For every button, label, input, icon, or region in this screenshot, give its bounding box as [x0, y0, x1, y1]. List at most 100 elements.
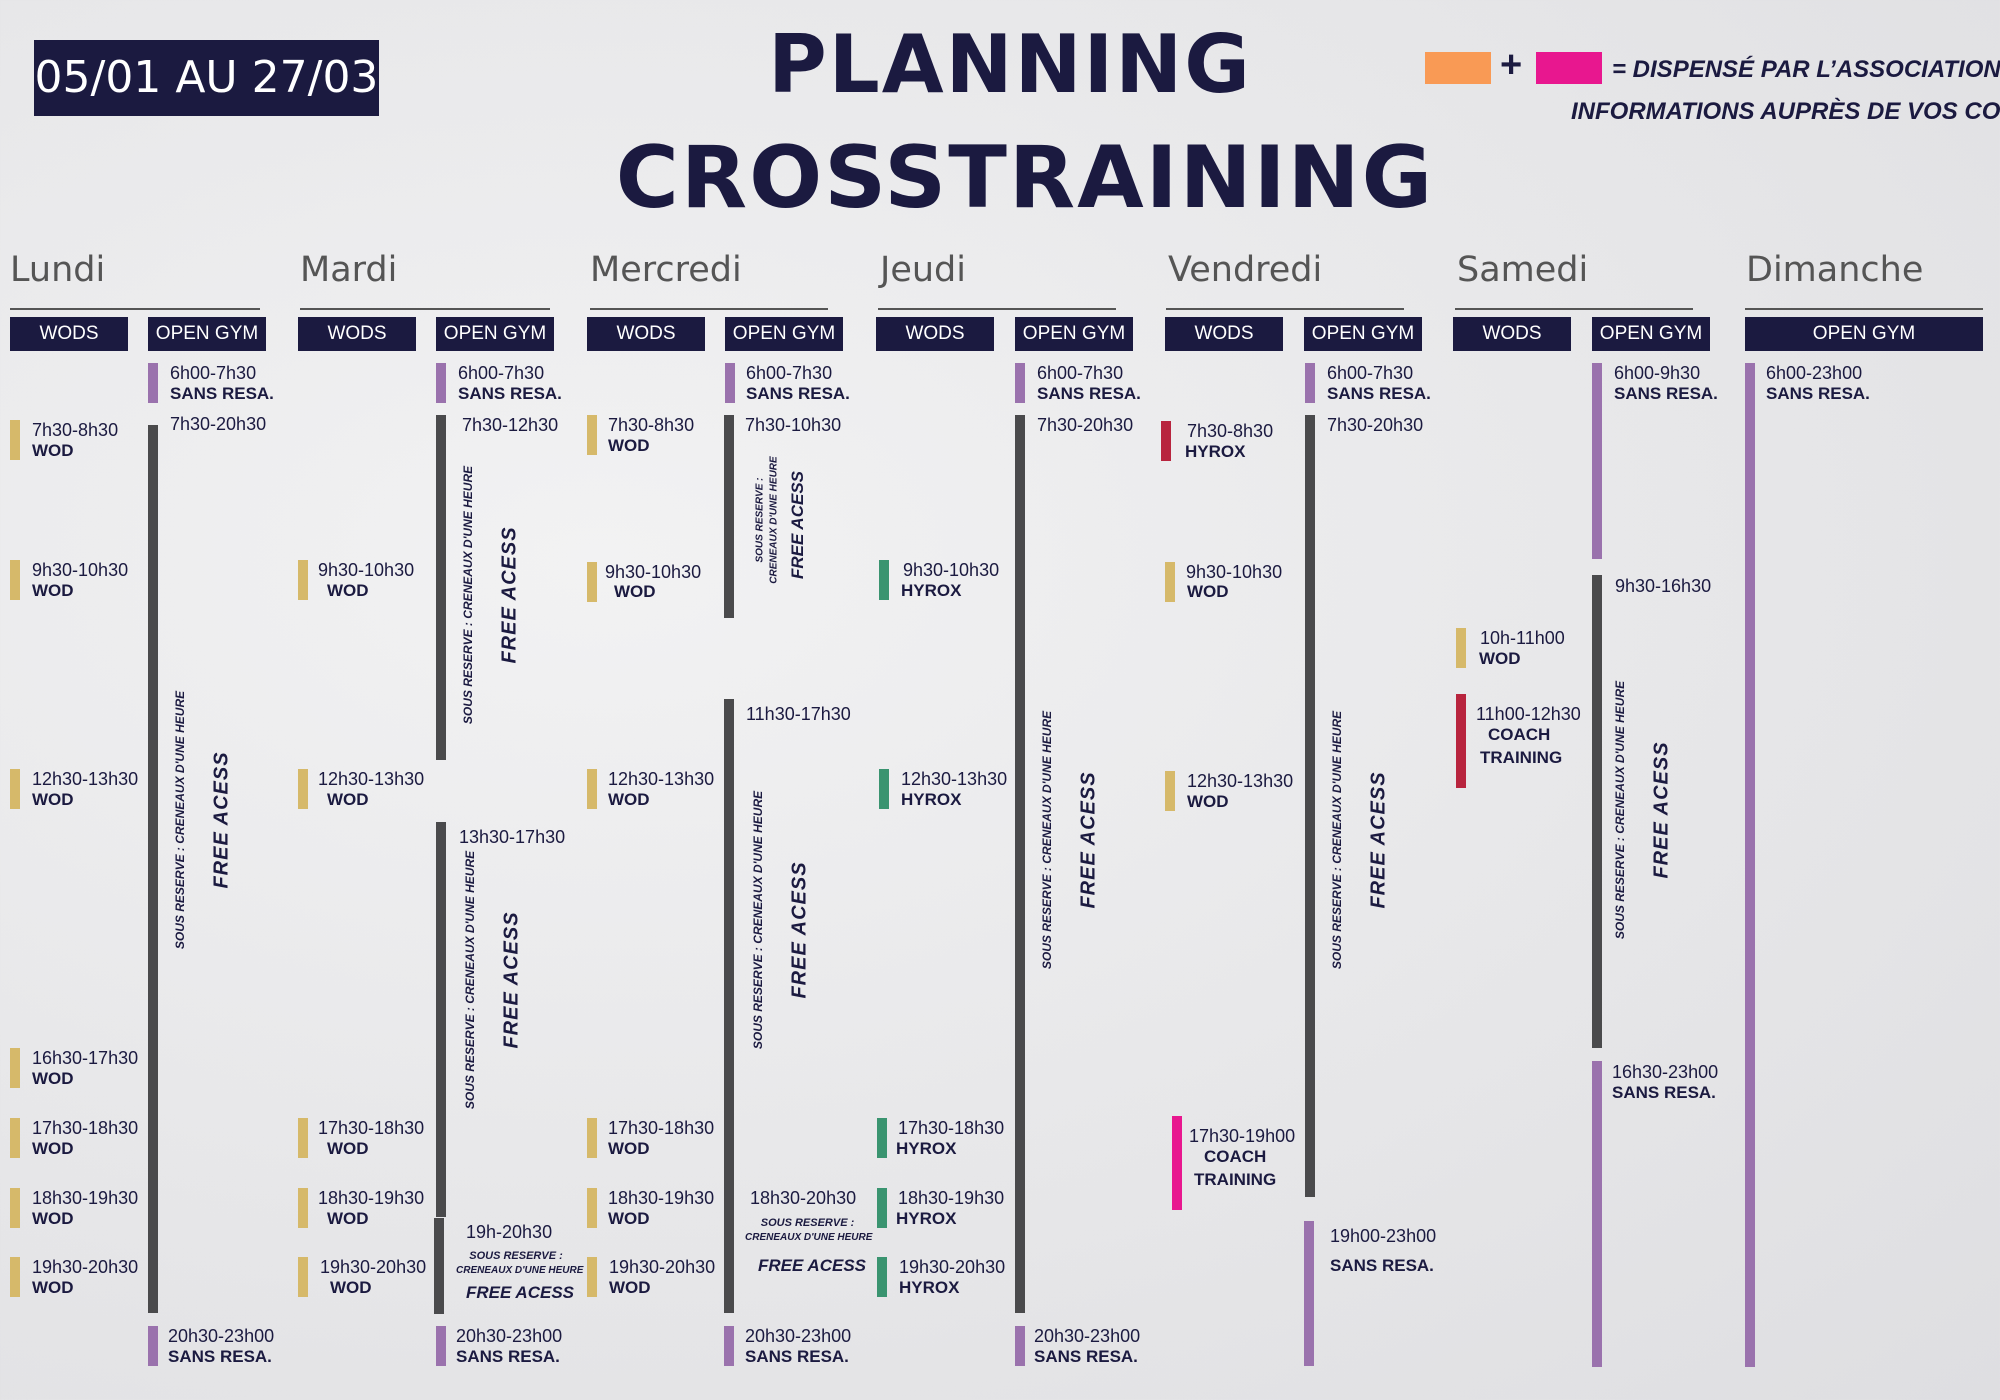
wod-bar: [10, 1257, 20, 1297]
slot-label: WOD: [608, 436, 650, 455]
slot-time: 6h00-7h30: [458, 363, 545, 383]
slot-time: 6h00-7h30: [1327, 363, 1414, 383]
slot-label: WOD: [32, 1278, 74, 1297]
slot-time: 19h30-20h30: [899, 1257, 1006, 1277]
wod-bar: [1165, 771, 1175, 811]
sans-resa-bar: [725, 363, 735, 403]
day-name-vendredi: Vendredi: [1168, 250, 1323, 290]
slot-time: 10h-11h00: [1480, 628, 1565, 648]
free-access-label: FREE ACESS: [500, 911, 523, 1049]
slot-time: 6h00-23h00: [1766, 363, 1863, 383]
slot-label: SANS RESA.: [1034, 1347, 1138, 1366]
slot-time: 12h30-13h30: [32, 769, 139, 789]
free-access-label: FREE ACESS: [788, 470, 807, 580]
slot-time: 20h30-23h00: [1034, 1326, 1141, 1346]
legend-text-line1: = DISPENSÉ PAR L’ASSOCIATION,: [1612, 56, 2000, 83]
wod-bar: [1456, 628, 1466, 668]
slot-time: 9h30-10h30: [1186, 562, 1283, 582]
slot-label: WOD: [1187, 582, 1229, 601]
slot-time: 12h30-13h30: [318, 769, 425, 789]
open-gym-bar: [436, 415, 446, 760]
slot-time: 9h30-10h30: [605, 562, 702, 582]
day-divider: [590, 308, 828, 310]
slot-time: 19h00-23h00: [1330, 1226, 1437, 1246]
open-gym-bar: [1305, 415, 1315, 1197]
slot-label: SANS RESA.: [170, 384, 274, 403]
slot-time: 17h30-19h00: [1189, 1126, 1296, 1146]
day-name-jeudi: Jeudi: [880, 250, 966, 290]
creneaux-note: CRENEAUX D'UNE HEURE: [456, 1265, 584, 1276]
slot-time: 18h30-20h30: [750, 1188, 857, 1208]
wod-bar: [10, 420, 20, 460]
day-divider: [878, 308, 1116, 310]
open-gym-header: OPEN GYM: [148, 317, 266, 351]
slot-label: WOD: [32, 1209, 74, 1228]
open-gym-bar: [148, 425, 158, 1313]
sans-resa-bar: [1015, 1326, 1025, 1366]
slot-time: 17h30-18h30: [318, 1118, 425, 1138]
slot-label: SANS RESA.: [1037, 384, 1141, 403]
wods-header: WODS: [10, 317, 128, 351]
slot-label: HYROX: [901, 790, 962, 809]
day-name-mardi: Mardi: [300, 250, 398, 290]
wod-bar: [298, 1188, 308, 1228]
slot-time: 18h30-19h30: [608, 1188, 715, 1208]
slot-label: WOD: [32, 790, 74, 809]
open-gym-header: OPEN GYM: [1015, 317, 1133, 351]
wod-bar: [587, 769, 597, 809]
slot-label: COACH: [1204, 1147, 1267, 1166]
wod-bar: [298, 1118, 308, 1158]
slot-label: SANS RESA.: [1612, 1083, 1716, 1102]
slot-time: 6h00-7h30: [170, 363, 257, 383]
hyrox-bar: [877, 1188, 887, 1228]
day-divider: [300, 308, 550, 310]
wods-header: WODS: [876, 317, 994, 351]
slot-time: 7h30-8h30: [608, 415, 695, 435]
day-divider: [1455, 308, 1693, 310]
slot-label: WOD: [608, 790, 650, 809]
open-gym-bar: [724, 699, 734, 1313]
slot-time: 20h30-23h00: [168, 1326, 275, 1346]
slot-time: 7h30-20h30: [1327, 415, 1424, 435]
slot-time: 16h30-17h30: [32, 1048, 139, 1068]
slot-label: SANS RESA.: [168, 1347, 272, 1366]
wod-bar: [587, 562, 597, 602]
open-gym-bar: [1015, 415, 1025, 1313]
sous-reserve-note: SOUS RESERVE : CRENEAUX D'UNE HEURE: [173, 690, 187, 950]
open-gym-header: OPEN GYM: [1745, 317, 1983, 351]
slot-label: WOD: [32, 581, 74, 600]
sans-resa-bar: [724, 1326, 734, 1366]
slot-time: 12h30-13h30: [901, 769, 1008, 789]
slot-time: 7h30-10h30: [745, 415, 842, 435]
sous-reserve-note: SOUS RESERVE : CRENEAUX D'UNE HEURE: [1330, 710, 1344, 970]
slot-label: SANS RESA.: [746, 384, 850, 403]
slot-label: HYROX: [899, 1278, 960, 1297]
legend-plus: +: [1500, 44, 1523, 86]
slot-label: WOD: [327, 1209, 369, 1228]
open-gym-header: OPEN GYM: [1592, 317, 1710, 351]
sans-resa-bar: [1745, 363, 1755, 1367]
slot-time: 19h30-20h30: [320, 1257, 427, 1277]
free-access-label: FREE ACESS: [466, 1283, 575, 1302]
sans-resa-bar: [436, 1326, 446, 1366]
date-range-badge: 05/01 AU 27/03: [34, 40, 379, 116]
wod-bar: [587, 1257, 597, 1297]
slot-time: 13h30-17h30: [459, 827, 566, 847]
free-access-label: FREE ACESS: [1077, 771, 1100, 909]
slot-label: SANS RESA.: [1330, 1256, 1434, 1275]
slot-label: SANS RESA.: [1766, 384, 1870, 403]
slot-time: 18h30-19h30: [898, 1188, 1005, 1208]
day-name-mercredi: Mercredi: [590, 250, 742, 290]
hyrox-bar: [879, 560, 889, 600]
open-gym-header: OPEN GYM: [1304, 317, 1422, 351]
slot-label: WOD: [32, 1069, 74, 1088]
slot-time: 19h-20h30: [466, 1222, 553, 1242]
slot-time: 20h30-23h00: [745, 1326, 852, 1346]
slot-label: WOD: [1187, 792, 1229, 811]
slot-time: 7h30-20h30: [1037, 415, 1134, 435]
day-name-dimanche: Dimanche: [1746, 250, 1924, 290]
slot-time: 9h30-10h30: [32, 560, 129, 580]
wod-bar: [10, 769, 20, 809]
sans-resa-bar: [1305, 363, 1315, 403]
slot-time: 6h00-9h30: [1614, 363, 1701, 383]
